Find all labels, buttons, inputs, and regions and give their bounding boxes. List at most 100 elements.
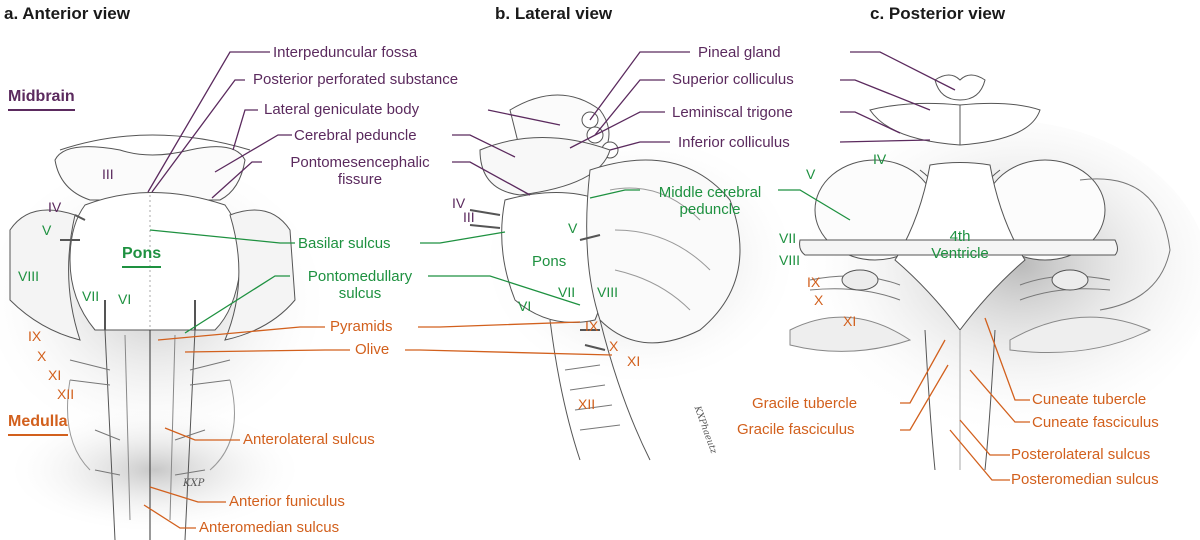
nerve-lateral-VII: VII [558,284,576,300]
leader-posteromedian-sulcus [949,429,1010,481]
nerve-posterior-XI: XI [843,313,857,329]
nerve-posterior-IV: IV [873,151,887,167]
label-pontomesencephalic-line2: fissure [337,171,383,188]
label-anteromedian-sulcus: Anteromedian sulcus [199,519,340,536]
label-pontomedullary-line2: sulcus [338,285,382,302]
label-posterolateral-sulcus: Posterolateral sulcus [1011,446,1151,463]
leader-pontomedullary-sulcus-b [428,275,581,306]
region-midbrain: Midbrain [8,88,75,111]
leader-lines [143,51,1030,529]
nerve-lateral-V: V [568,220,578,236]
nerve-anterior-XI: XI [48,367,62,383]
leader-superior-colliculus-c [840,79,931,111]
nerve-anterior-X: X [37,348,47,364]
leader-anterolateral-sulcus [164,427,240,441]
nerve-lateral-III: III [463,209,475,225]
leader-gracile-tubercle [900,339,946,404]
nerve-lateral-VI: VI [518,298,532,314]
label-leminiscal-trigone: Leminiscal trigone [672,104,793,121]
region-medulla: Medulla [8,413,68,436]
region-pons: Pons [122,245,162,268]
nerve-lateral-IX: IX [585,318,599,334]
nerve-anterior-XII: XII [57,386,75,402]
label-lateral-geniculate-body: Lateral geniculate body [264,101,420,118]
label-interpeduncular-fossa: Interpeduncular fossa [273,44,418,61]
leader-interpeduncular-fossa [147,51,270,193]
leader-inferior-colliculus-c [839,139,931,143]
leader-basilar-sulcus-a [149,229,295,244]
anterior-view-drawing [0,134,320,540]
lateral-view-drawing [469,94,790,461]
leader-lateral-geniculate-body-b [487,109,561,126]
nerve-posterior-V: V [806,166,816,182]
leader-superior-colliculus-b [594,79,665,136]
posterior-view-drawing [789,74,1200,471]
leader-cerebral-peduncle-b [452,134,516,158]
label-middle-cerebral-peduncle: Middle cerebral peduncle [645,184,775,218]
leader-pontomesencephalic-fissure [211,161,262,199]
nerve-lateral-IV: IV [452,195,466,211]
label-pyramids: Pyramids [330,318,393,335]
nerve-anterior-III: III [102,166,114,182]
leader-leminiscal-trigone-b [569,111,665,149]
leader-olive-a [184,349,350,353]
label-middle-cerebral-line2: peduncle [679,201,741,218]
leader-cerebral-peduncle [214,134,292,173]
nerve-lateral-X: X [609,338,619,354]
nerve-anterior-V: V [42,222,52,238]
panel-title-lateral: b. Lateral view [495,4,613,23]
label-middle-cerebral-line1: Middle cerebral [658,184,762,201]
leader-pineal-gland-c [850,51,956,91]
nerve-posterior-IX: IX [807,274,821,290]
label-superior-colliculus: Superior colliculus [672,71,794,88]
leader-basilar-sulcus-b [420,231,506,244]
nerve-anterior-VII: VII [82,288,100,304]
nerve-anterior-IV: IV [48,199,62,215]
nerve-lateral-VIII: VIII [597,284,619,300]
nerve-anterior-VI: VI [118,291,132,307]
panel-title-posterior: c. Posterior view [870,4,1006,23]
panel-title-anterior: a. Anterior view [4,4,130,23]
cerebral-peduncles-shape [54,146,246,201]
leader-cuneate-tubercle [984,317,1030,401]
label-posterior-perforated-substance: Posterior perforated substance [253,71,459,88]
label-fourth-ventricle-line1: 4th [949,228,971,245]
nerve-posterior-VIII: VIII [779,252,801,268]
nerve-posterior-VII: VII [779,230,797,246]
label-pontomesencephalic-line1: Pontomesencephalic [290,154,430,171]
leader-olive-b [405,349,613,356]
nerve-lateral-XI: XI [627,353,641,369]
nerve-posterior-X: X [814,292,824,308]
nerve-anterior-IX: IX [28,328,42,344]
label-fourth-ventricle-line2: Ventricle [931,245,989,262]
label-anterolateral-sulcus: Anterolateral sulcus [243,431,375,448]
leader-pyramids-a [157,326,325,341]
nerve-lateral-XII: XII [578,396,596,412]
leader-gracile-fasciculus [900,364,949,431]
leader-pontomedullary-sulcus-a [184,275,290,334]
artist-signature-anterior: KXP [183,478,205,489]
leader-anterior-funiculus [149,486,226,503]
leader-anteromedian-sulcus [143,504,196,529]
leader-posterolateral-sulcus [959,419,1010,456]
leader-middle-cerebral-peduncle-c [778,189,851,221]
label-pontomedullary-line1: Pontomedullary [307,268,413,285]
label-pontomesencephalic-fissure: Pontomesencephalic fissure [268,154,452,188]
label-anterior-funiculus: Anterior funiculus [229,493,345,510]
leader-lateral-geniculate-body [232,109,258,151]
leader-posterior-perforated-substance [151,79,245,193]
label-cuneate-tubercle: Cuneate tubercle [1032,391,1147,408]
label-inferior-colliculus: Inferior colliculus [678,134,790,151]
leader-cuneate-fasciculus [969,369,1030,423]
leader-pineal-gland-b [589,51,690,121]
label-posteromedian-sulcus: Posteromedian sulcus [1011,471,1159,488]
nerve-anterior-VIII: VIII [18,268,40,284]
label-gracile-tubercle: Gracile tubercle [752,395,858,412]
leader-inferior-colliculus-b [609,141,670,151]
label-basilar-sulcus: Basilar sulcus [298,235,391,252]
label-cuneate-fasciculus: Cuneate fasciculus [1032,414,1159,431]
pons-shape [69,192,244,331]
leader-leminiscal-trigone-c [840,111,901,134]
